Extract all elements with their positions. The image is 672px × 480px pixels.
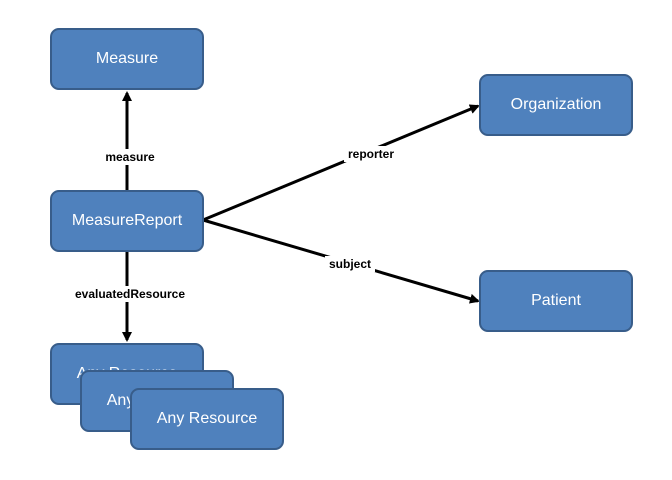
- edge-label-subject: subject: [324, 256, 376, 272]
- edge-label-evaluated-resource: evaluatedResource: [70, 286, 190, 302]
- patient-node: Patient: [479, 270, 633, 332]
- measure-report-node: MeasureReport: [50, 190, 204, 252]
- any-resource-node-front: Any Resource: [130, 388, 284, 450]
- edge-label-reporter: reporter: [343, 146, 399, 162]
- organization-node: Organization: [479, 74, 633, 136]
- edge-reporter-line: [202, 104, 480, 222]
- edge-label-measure: measure: [101, 149, 159, 165]
- measure-node: Measure: [50, 28, 204, 90]
